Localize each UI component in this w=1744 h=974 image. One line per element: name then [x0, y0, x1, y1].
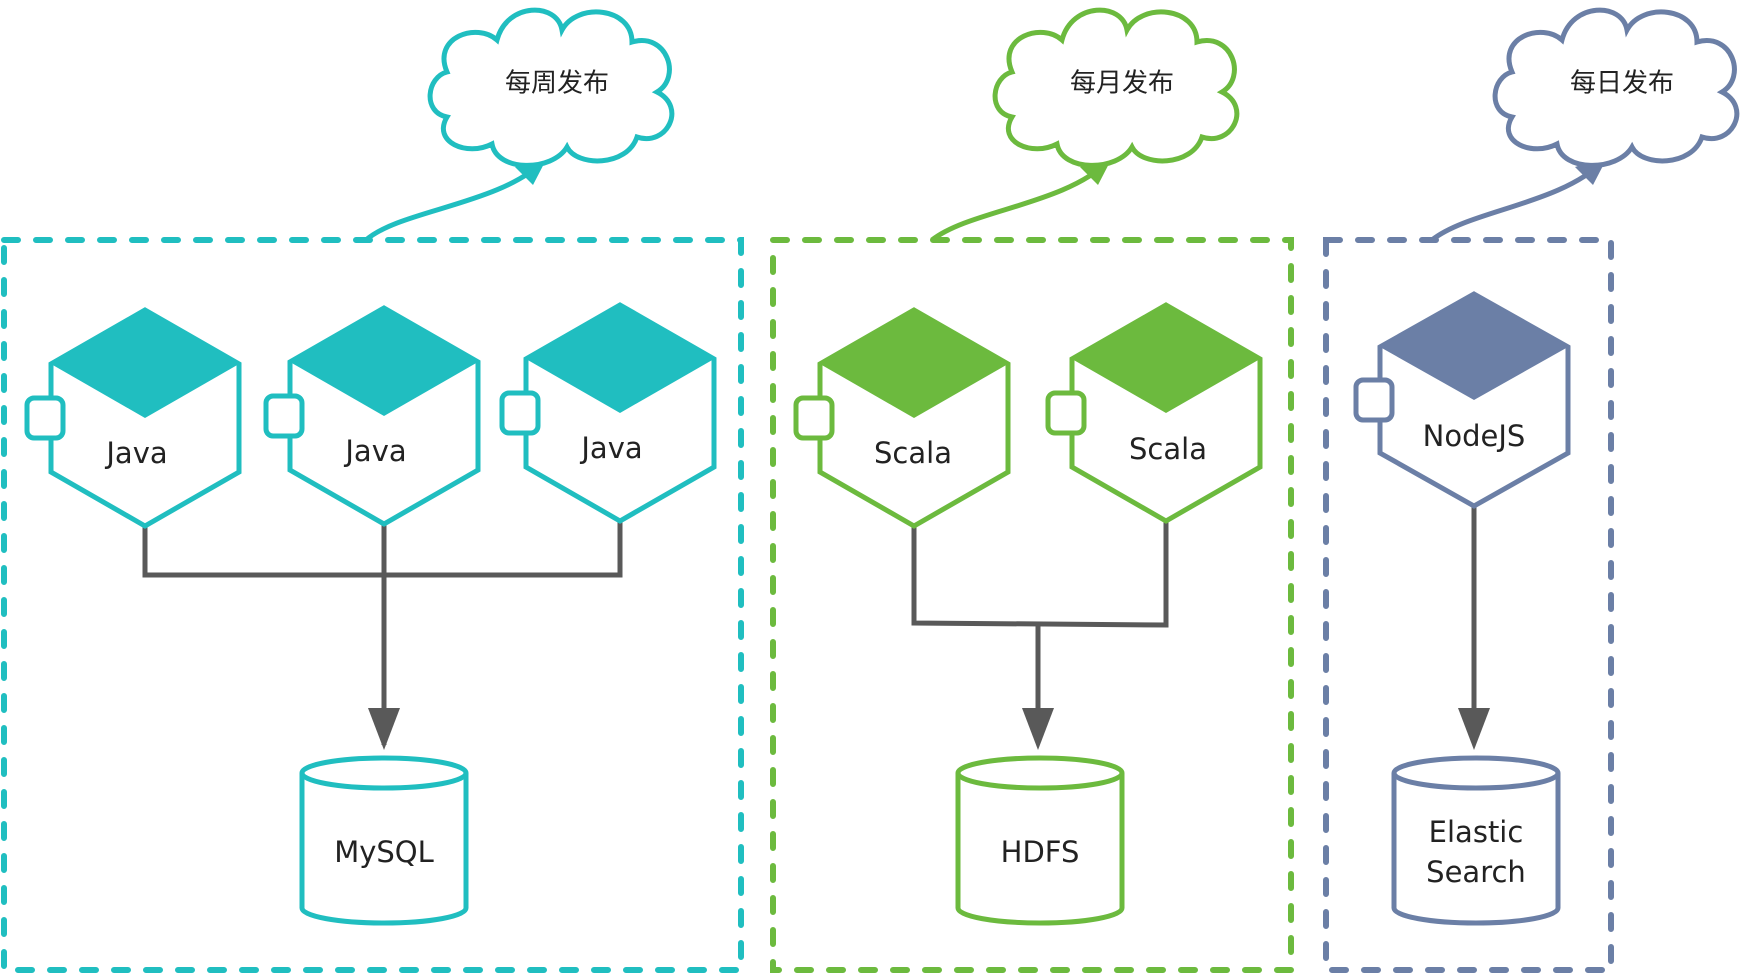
port-icon: [499, 390, 541, 436]
service-label-scala-1: Scala: [874, 436, 952, 470]
group-box-monthly: [770, 237, 1294, 973]
service-hex-nodejs: [1353, 291, 1571, 509]
port-icon: [1353, 377, 1395, 423]
service-hex-java-3: [499, 302, 717, 524]
connector-scala-hdfs: [911, 518, 1169, 628]
database-hdfs: [955, 755, 1125, 926]
service-label-scala-2: Scala: [1129, 432, 1207, 466]
database-elasticsearch: [1391, 755, 1561, 926]
database-mysql: [299, 755, 469, 926]
group-box-weekly: [1, 237, 744, 973]
service-hex-java-1: [24, 307, 242, 529]
cloud-label-daily: 每日发布: [1569, 68, 1675, 99]
storage-label-elasticsearch-line-1: Elastic: [1428, 815, 1524, 849]
service-hex-scala-2: [1045, 302, 1263, 524]
cloud-weekly: [427, 7, 675, 168]
service-label-java-2: Java: [345, 434, 407, 468]
service-label-java-3: Java: [581, 431, 643, 465]
port-icon: [24, 395, 66, 441]
arrow-to-elasticsearch-head: [1458, 708, 1490, 750]
cloud-daily: [1492, 7, 1740, 168]
cloud-label-monthly: 每月发布: [1069, 68, 1175, 99]
storage-label-elasticsearch: Elastic Search: [1426, 812, 1526, 892]
release-arrow-daily: [1430, 158, 1607, 242]
service-label-java-1: Java: [106, 436, 168, 470]
storage-label-mysql: MySQL: [334, 835, 434, 869]
cloud-monthly: [992, 7, 1240, 168]
port-icon: [793, 395, 835, 441]
service-label-nodejs: NodeJS: [1422, 419, 1526, 453]
group-box-daily: [1323, 237, 1614, 973]
port-icon: [263, 393, 305, 439]
arrow-to-mysql-head: [368, 708, 400, 750]
release-arrow-monthly: [930, 158, 1112, 242]
service-hex-scala-1: [793, 307, 1011, 529]
storage-label-hdfs: HDFS: [1000, 835, 1080, 869]
storage-label-elasticsearch-line-2: Search: [1426, 855, 1526, 889]
release-arrow-weekly: [364, 158, 547, 242]
arrow-to-hdfs-head: [1022, 708, 1054, 750]
service-hex-java-2: [263, 305, 481, 527]
port-icon: [1045, 390, 1087, 436]
cloud-label-weekly: 每周发布: [504, 68, 610, 99]
